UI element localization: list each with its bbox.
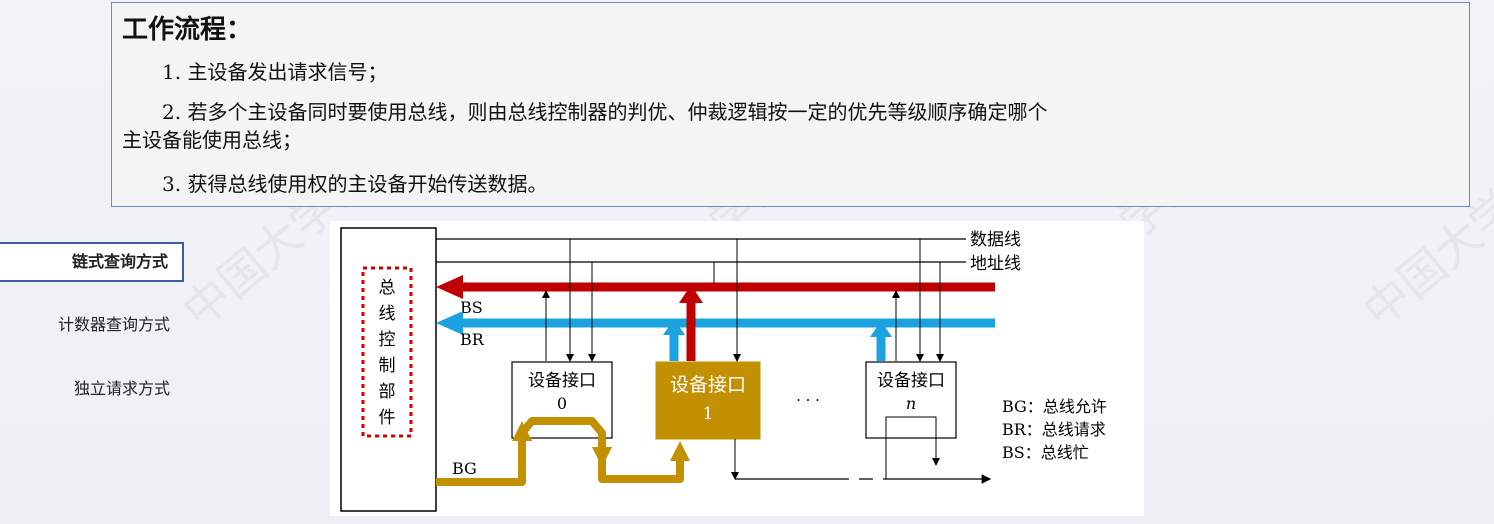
bs-arrowhead xyxy=(436,275,463,299)
controller-char-6: 件 xyxy=(379,408,396,428)
br-arrowhead xyxy=(436,311,463,335)
bg-arrowhead-device1 xyxy=(670,441,690,461)
menu-item-daisy-chain[interactable]: 链式查询方式 xyxy=(0,242,184,282)
controller-dashed-box xyxy=(361,266,413,438)
device1-index: 1 xyxy=(703,404,714,424)
br-label: BR xyxy=(460,330,485,349)
workflow-title: 工作流程： xyxy=(122,15,253,45)
device-interface-1 xyxy=(655,361,761,440)
workflow-step-2-continued: 主设备能使用总线； xyxy=(122,128,302,152)
ellipsis: · · · xyxy=(796,391,820,409)
controller-char-4: 制 xyxy=(379,356,396,376)
device1-bs-arrowhead xyxy=(679,285,703,303)
data-line-label: 数据线 xyxy=(970,230,1021,250)
menu-item-counter-polling[interactable]: 计数器查询方式 xyxy=(57,315,170,334)
device-interface-n xyxy=(865,361,957,439)
devicen-title: 设备接口 xyxy=(877,371,945,391)
controller-char-5: 部 xyxy=(379,382,396,402)
workflow-step-1: 1. 主设备发出请求信号； xyxy=(162,60,388,84)
bg-label: BG xyxy=(452,459,477,478)
workflow-step-2: 2. 若多个主设备同时要使用总线，则由总线控制器的判优、仲裁逻辑按一定的优先等级… xyxy=(162,100,1048,124)
controller-char-1: 总 xyxy=(379,278,396,298)
menu-item-independent-request[interactable]: 独立请求方式 xyxy=(73,379,170,398)
devicen-br-arrowhead xyxy=(870,321,892,337)
device1-title: 设备接口 xyxy=(670,374,746,396)
bus-diagram-svg: 总 线 控 制 部 件 数据线 地址线 BS BR 设备接口 0 设备接口 1 xyxy=(340,227,1107,512)
bg-gold-path xyxy=(436,417,684,486)
bus-diagram: 总 线 控 制 部 件 数据线 地址线 BS BR 设备接口 0 设备接口 1 xyxy=(330,221,1144,516)
bg-arrowhead-down xyxy=(592,447,612,467)
legend-br: BR：总线请求 xyxy=(1002,420,1106,439)
bg-arrowhead-device0 xyxy=(512,421,532,441)
devicen-index: n xyxy=(906,394,916,413)
device0-title: 设备接口 xyxy=(528,371,596,391)
workflow-panel: 工作流程： 1. 主设备发出请求信号； 2. 若多个主设备同时要使用总线，则由总… xyxy=(111,2,1470,207)
controller-char-3: 控 xyxy=(379,330,396,350)
device1-br-arrowhead xyxy=(663,319,685,335)
workflow-step-3: 3. 获得总线使用权的主设备开始传送数据。 xyxy=(162,172,548,196)
legend-bs: BS：总线忙 xyxy=(1002,443,1089,462)
bus-controller-box xyxy=(340,227,437,512)
controller-char-2: 线 xyxy=(379,304,396,324)
bs-label: BS xyxy=(460,298,483,317)
device0-index: 0 xyxy=(557,394,567,413)
legend-bg: BG：总线允许 xyxy=(1002,397,1107,416)
address-line-label: 地址线 xyxy=(970,254,1021,274)
